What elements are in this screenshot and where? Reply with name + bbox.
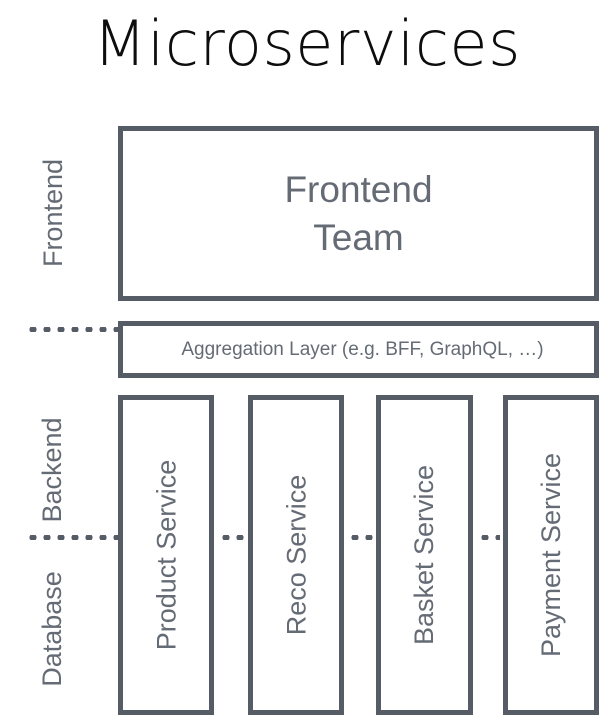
service-box-payment[interactable]: Payment Service <box>503 395 599 715</box>
service-label-product: Product Service <box>151 459 181 651</box>
service-gap-dots-basket-payment <box>478 535 500 540</box>
page-title: Microservices <box>93 7 521 80</box>
service-box-product[interactable]: Product Service <box>118 395 214 715</box>
service-gap-dots-product-reco <box>219 535 246 540</box>
axis-label-backend: Backend <box>37 417 67 523</box>
service-label-basket: Basket Service <box>409 464 440 646</box>
frontend-team-label: Frontend Team <box>284 168 433 258</box>
aggregation-layer-box[interactable]: Aggregation Layer (e.g. BFF, GraphQL, …) <box>118 321 599 378</box>
service-label-payment: Payment Service <box>536 452 566 658</box>
frontend-team-box[interactable]: Frontend Team <box>118 126 599 301</box>
axis-label-database: Database <box>37 571 67 687</box>
service-label-reco: Reco Service <box>281 474 312 636</box>
service-gap-dots-reco-basket <box>348 535 373 540</box>
divider-frontend-backend <box>26 327 122 332</box>
service-box-reco[interactable]: Reco Service <box>248 395 344 715</box>
divider-backend-database <box>26 535 122 540</box>
axis-label-frontend: Frontend <box>38 158 68 268</box>
service-box-basket[interactable]: Basket Service <box>376 395 473 715</box>
aggregation-layer-label: Aggregation Layer (e.g. BFF, GraphQL, …) <box>181 338 544 360</box>
